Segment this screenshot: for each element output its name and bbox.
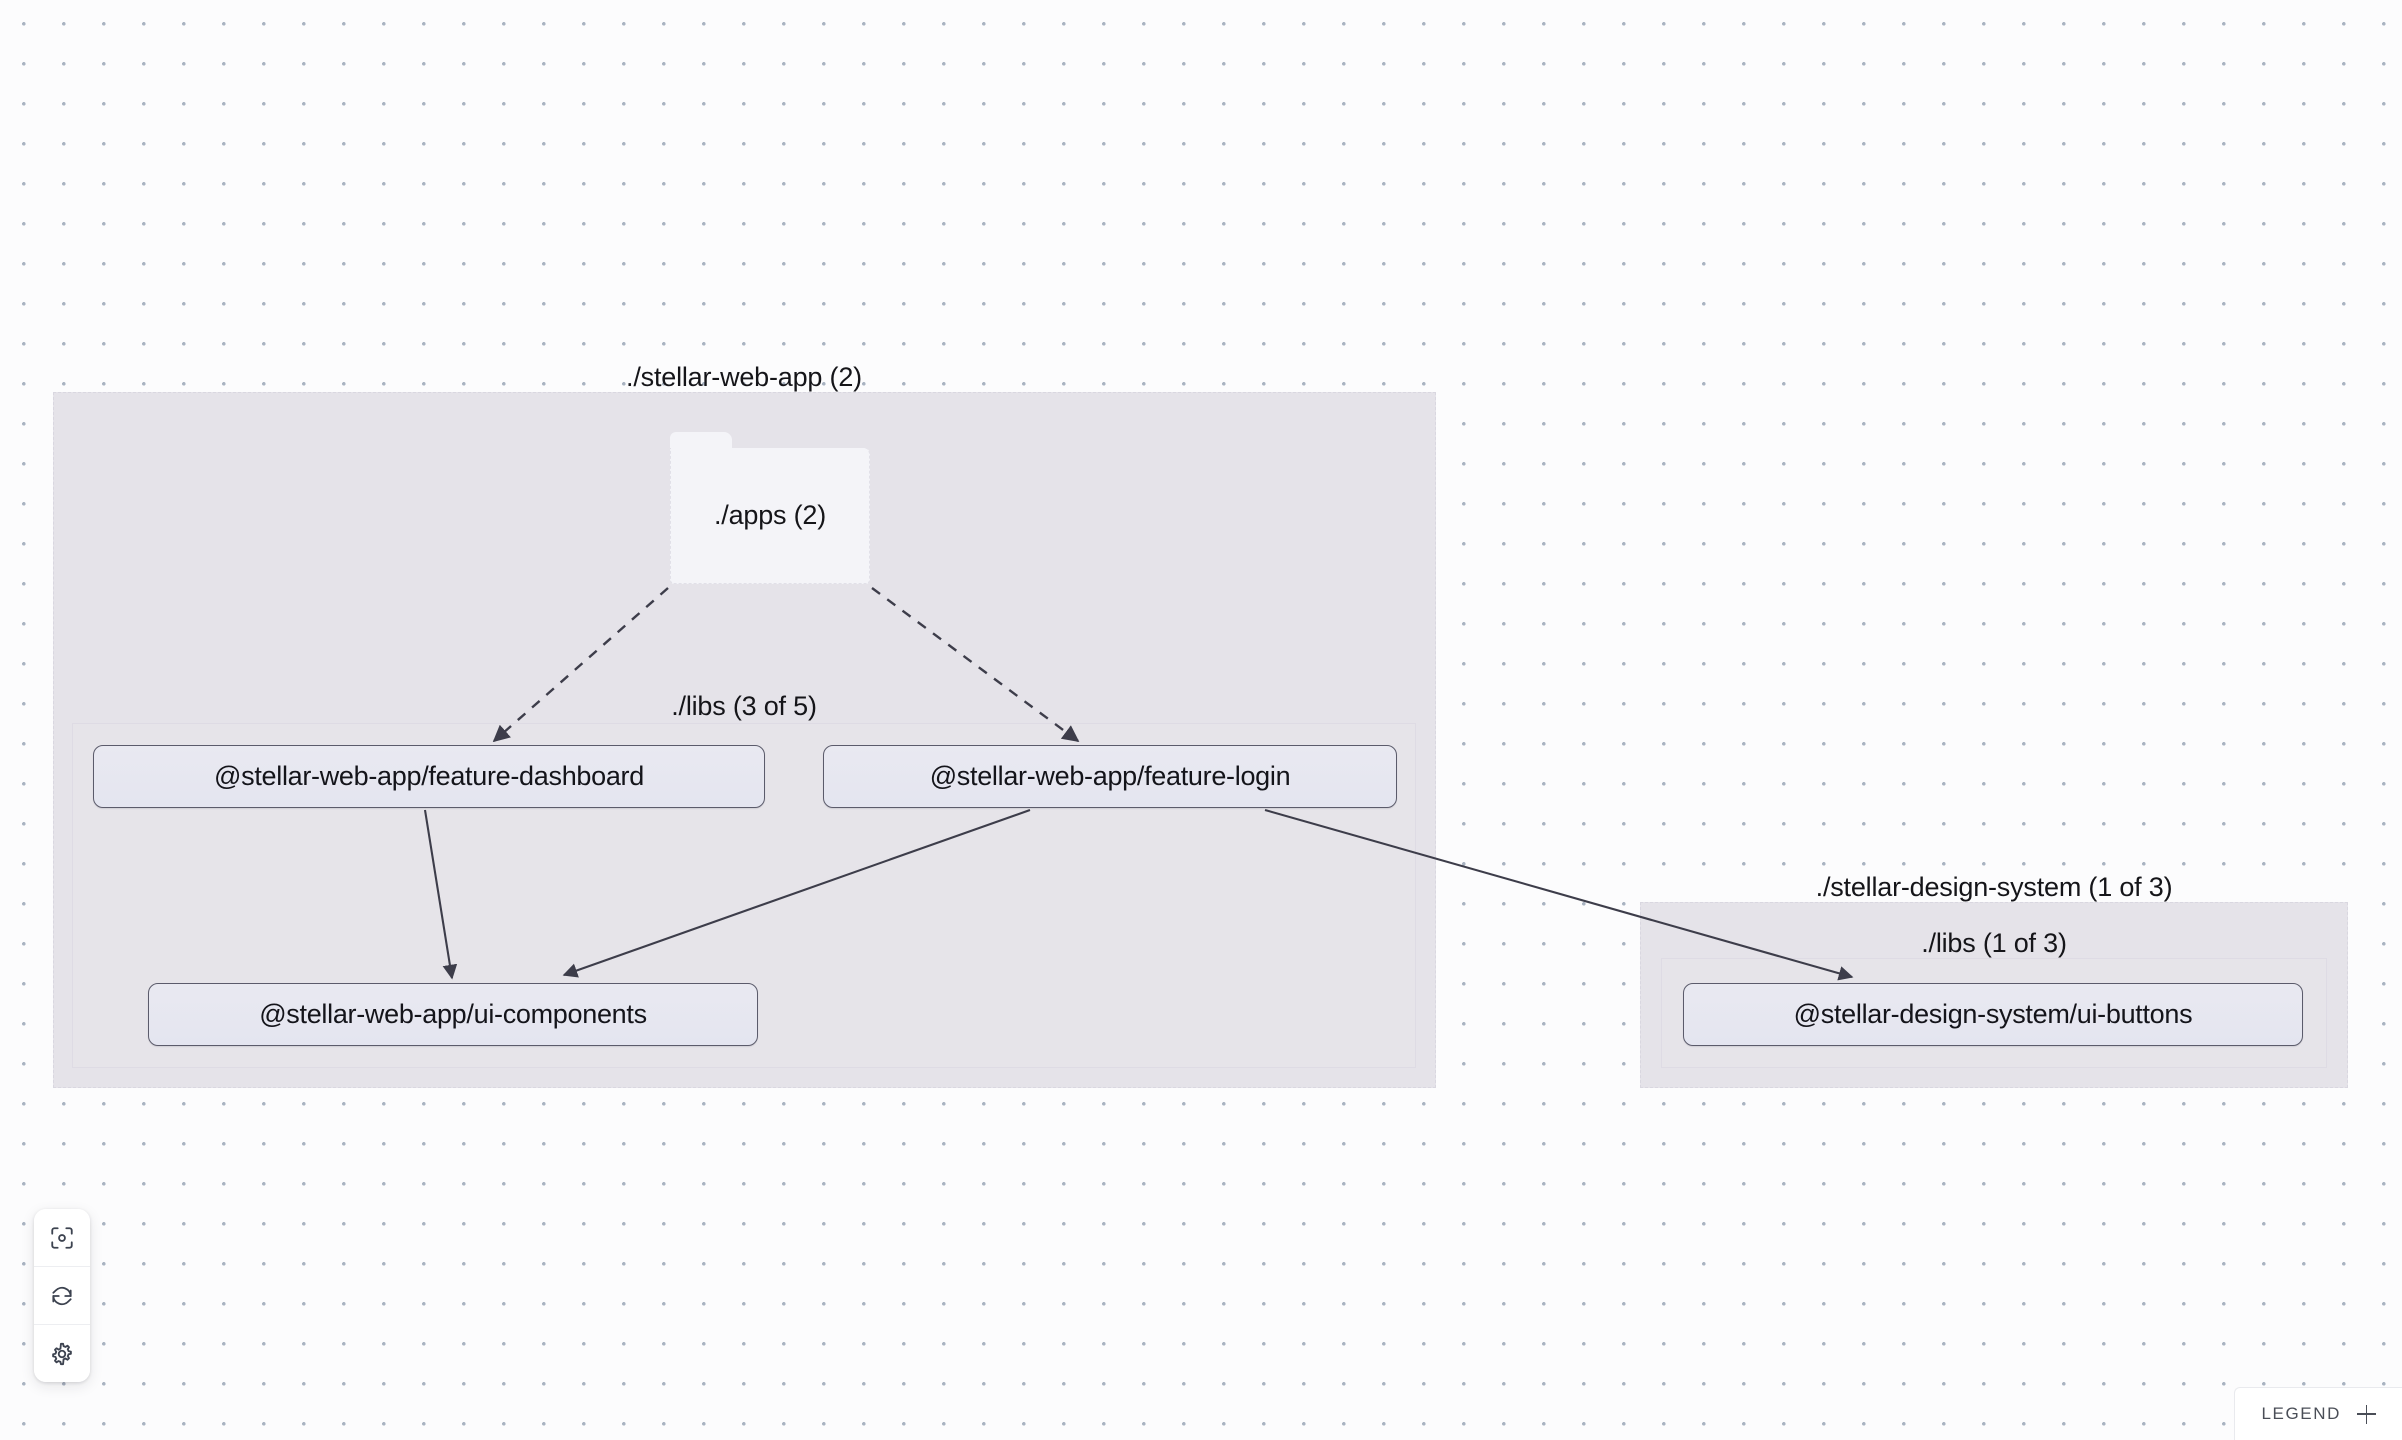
node-feature-login[interactable]: @stellar-web-app/feature-login: [823, 745, 1397, 808]
refresh-graph-button[interactable]: [34, 1266, 90, 1324]
node-label-ui-components: @stellar-web-app/ui-components: [259, 999, 647, 1029]
node-label-ui-buttons: @stellar-design-system/ui-buttons: [1793, 999, 2193, 1029]
gear-icon: [49, 1341, 75, 1367]
focus-target-icon: [49, 1225, 75, 1251]
node-label-feature-dashboard: @stellar-web-app/feature-dashboard: [214, 761, 644, 791]
legend-label: LEGEND: [2261, 1404, 2341, 1423]
folder-node-apps[interactable]: ./apps (2): [670, 432, 870, 584]
legend-toggle[interactable]: LEGEND: [2234, 1387, 2402, 1440]
folder-tab-icon: [670, 432, 732, 450]
plus-icon: [2357, 1404, 2376, 1424]
group-label-stellar-design-system-libs: ./libs (1 of 3): [1921, 928, 2067, 958]
folder-label-apps: ./apps (2): [713, 500, 827, 530]
group-label-stellar-web-app: ./stellar-web-app (2): [626, 362, 862, 392]
node-ui-buttons[interactable]: @stellar-design-system/ui-buttons: [1683, 983, 2303, 1046]
graph-toolbar: [34, 1209, 90, 1382]
node-feature-dashboard[interactable]: @stellar-web-app/feature-dashboard: [93, 745, 765, 808]
folder-body: ./apps (2): [670, 448, 870, 584]
graph-settings-button[interactable]: [34, 1324, 90, 1382]
group-label-stellar-design-system: ./stellar-design-system (1 of 3): [1815, 872, 2173, 902]
node-ui-components[interactable]: @stellar-web-app/ui-components: [148, 983, 758, 1046]
node-label-feature-login: @stellar-web-app/feature-login: [929, 761, 1291, 791]
group-label-stellar-web-app-libs: ./libs (3 of 5): [671, 691, 817, 721]
refresh-icon: [49, 1283, 75, 1309]
focus-graph-button[interactable]: [34, 1209, 90, 1266]
